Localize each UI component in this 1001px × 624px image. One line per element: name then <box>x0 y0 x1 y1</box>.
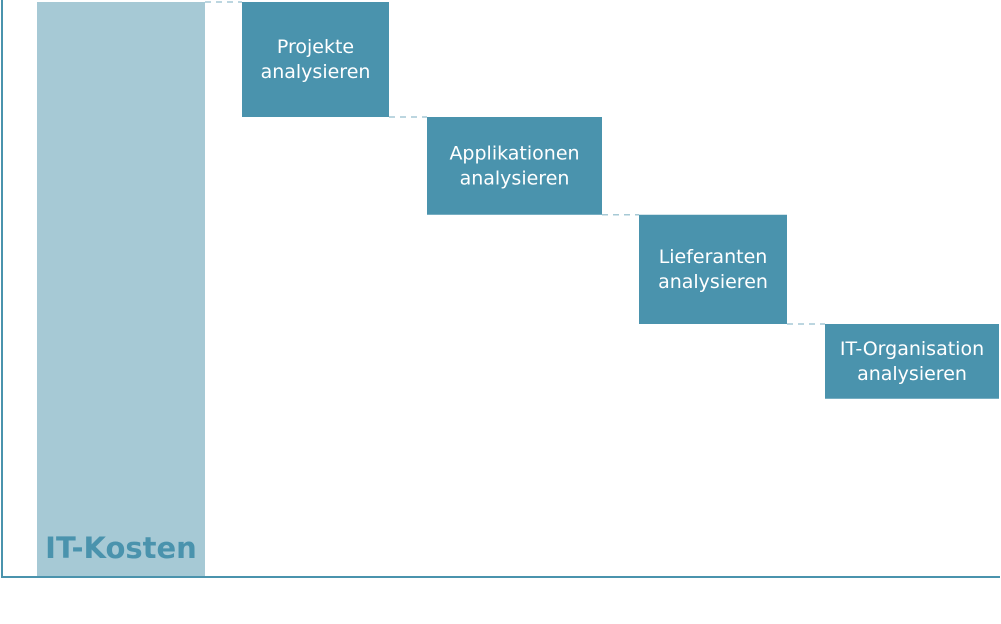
step-bar-label: IT-Organisation <box>840 338 984 360</box>
step-bar-group: IT-Organisation analysieren <box>825 324 999 399</box>
total-bar-label: IT-Kosten <box>45 531 197 565</box>
step-bar-label: analysieren <box>857 363 967 385</box>
step-bar-label: Lieferanten <box>659 246 768 268</box>
step-bar-group: Applikationen analysieren <box>427 117 602 215</box>
step-bar-group: Projekte analysieren <box>242 2 389 117</box>
step-bar-label: analysieren <box>261 61 371 83</box>
step-bar-label: analysieren <box>460 167 570 189</box>
step-bar <box>427 117 602 215</box>
step-bar <box>825 324 999 399</box>
step-bar-label: analysieren <box>658 271 768 293</box>
step-bars: ProjekteanalysierenApplikationenanalysie… <box>242 2 999 399</box>
step-bar-group: Lieferanten analysieren <box>639 214 787 324</box>
step-bar-label: Projekte <box>277 36 354 58</box>
total-bar <box>37 2 205 577</box>
step-bar <box>242 2 389 117</box>
step-bar <box>639 214 787 324</box>
step-bar-label: Applikationen <box>449 142 579 164</box>
